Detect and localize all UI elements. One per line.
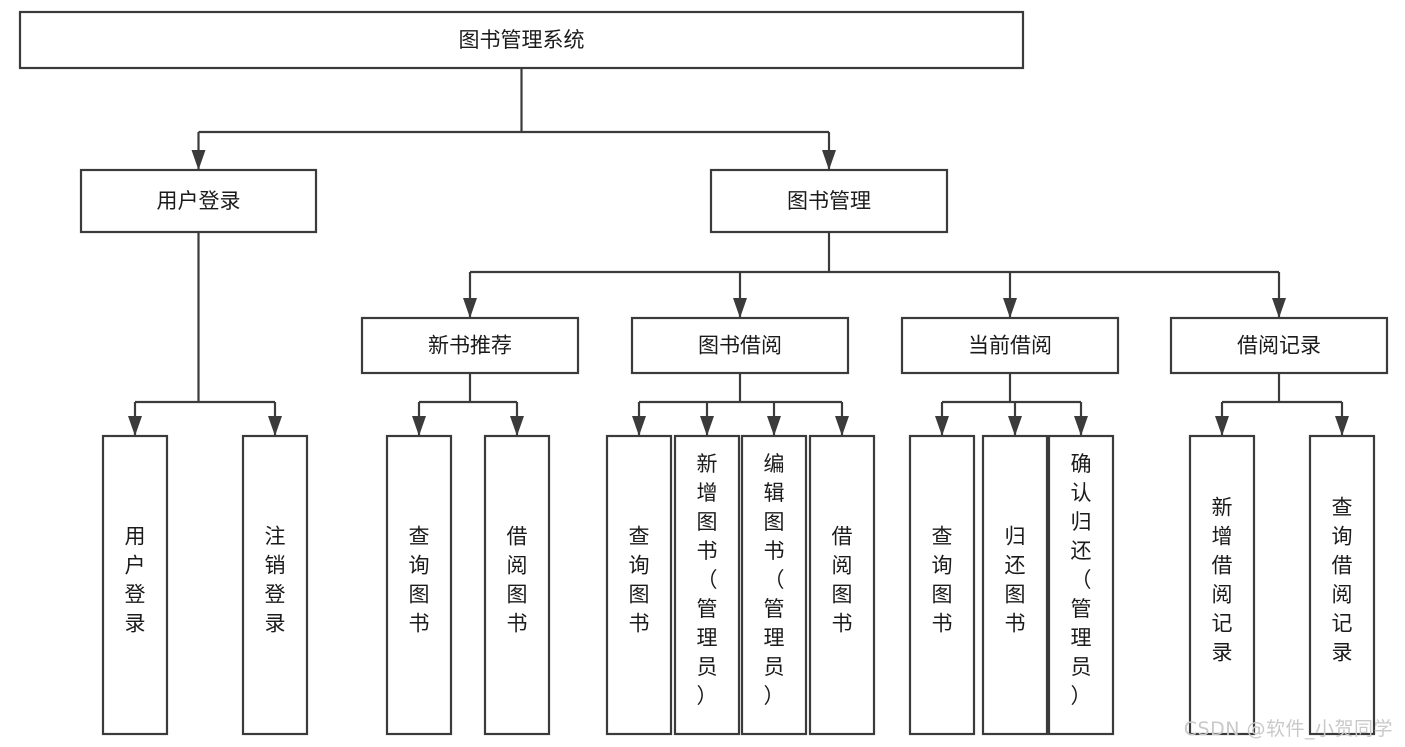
- node-leaf-query-record-label: 查询借阅记录: [1332, 496, 1353, 665]
- node-leaf-return-book[interactable]: 归还图书: [981, 434, 1049, 736]
- node-book-borrow-box[interactable]: [630, 316, 850, 375]
- connector-arrowhead: [835, 416, 849, 436]
- node-book-manage[interactable]: 图书管理: [709, 168, 949, 234]
- node-leaf-borrow-book-1-label: 借阅图书: [507, 525, 528, 636]
- connector-arrowhead: [822, 150, 836, 170]
- node-leaf-query-book-1-label: 查询图书: [409, 525, 430, 636]
- node-leaf-borrow-book-1[interactable]: 借阅图书: [483, 434, 551, 736]
- node-leaf-query-book-1-box[interactable]: [385, 434, 453, 736]
- node-user-login-label: 用户登录: [157, 189, 241, 213]
- node-leaf-confirm-return-box[interactable]: [1047, 434, 1115, 736]
- node-leaf-edit-book-label: 编辑图书（管理员）: [764, 452, 785, 708]
- connector-arrowhead: [1074, 416, 1088, 436]
- node-root-box[interactable]: [18, 10, 1025, 70]
- connector-arrowhead: [935, 416, 949, 436]
- node-leaf-query-record-box[interactable]: [1308, 434, 1376, 736]
- node-root[interactable]: 图书管理系统: [18, 10, 1025, 70]
- node-leaf-query-book-2-label: 查询图书: [629, 525, 650, 636]
- connector-arrowhead: [191, 150, 206, 170]
- nodes-layer: 图书管理系统用户登录图书管理新书推荐图书借阅当前借阅借阅记录用户登录注销登录查询…: [18, 10, 1389, 736]
- connector-arrowhead: [412, 416, 426, 436]
- connector-arrowhead: [1215, 416, 1229, 436]
- node-leaf-query-record[interactable]: 查询借阅记录: [1308, 434, 1376, 736]
- node-leaf-edit-book[interactable]: 编辑图书（管理员）: [740, 434, 808, 736]
- connector-arrowhead: [268, 416, 282, 436]
- node-leaf-return-book-label: 归还图书: [1005, 525, 1026, 636]
- node-borrow-record-label: 借阅记录: [1237, 334, 1321, 358]
- connector-arrowhead: [700, 416, 714, 436]
- node-leaf-query-book-2-box[interactable]: [605, 434, 673, 736]
- node-leaf-user-login-box[interactable]: [101, 434, 169, 736]
- node-borrow-record[interactable]: 借阅记录: [1169, 316, 1389, 375]
- connector-arrowhead: [1272, 298, 1286, 318]
- node-leaf-user-login-label: 用户登录: [125, 525, 146, 636]
- node-leaf-borrow-book-1-box[interactable]: [483, 434, 551, 736]
- node-leaf-add-book-label: 新增图书（管理员）: [697, 452, 718, 708]
- node-book-borrow-label: 图书借阅: [698, 334, 782, 358]
- node-current-borrow-label: 当前借阅: [968, 334, 1052, 358]
- csdn-watermark: CSDN @软件_小贺同学: [1183, 718, 1393, 740]
- node-leaf-query-book-3-label: 查询图书: [932, 525, 953, 636]
- node-leaf-add-record-label: 新增借阅记录: [1212, 496, 1233, 665]
- node-borrow-record-box[interactable]: [1169, 316, 1389, 375]
- connector-arrowhead: [733, 298, 747, 318]
- node-leaf-logout-login-label: 注销登录: [265, 525, 286, 636]
- node-current-borrow[interactable]: 当前借阅: [900, 316, 1120, 375]
- node-leaf-borrow-book-2-box[interactable]: [808, 434, 876, 736]
- connector-arrowhead: [632, 416, 646, 436]
- node-leaf-add-book[interactable]: 新增图书（管理员）: [673, 434, 741, 736]
- connector-arrowhead: [1008, 416, 1022, 436]
- node-leaf-confirm-return-label: 确认归还（管理员）: [1071, 452, 1092, 708]
- connector-arrowhead: [767, 416, 781, 436]
- node-leaf-query-book-1[interactable]: 查询图书: [385, 434, 453, 736]
- node-new-book-recommend-label: 新书推荐: [428, 334, 512, 358]
- node-root-label: 图书管理系统: [459, 28, 585, 52]
- node-user-login-box[interactable]: [79, 168, 318, 234]
- node-leaf-confirm-return[interactable]: 确认归还（管理员）: [1047, 434, 1115, 736]
- node-new-book-recommend[interactable]: 新书推荐: [360, 316, 580, 375]
- node-leaf-return-book-box[interactable]: [981, 434, 1049, 736]
- node-leaf-logout-login-box[interactable]: [241, 434, 309, 736]
- node-leaf-edit-book-box[interactable]: [740, 434, 808, 736]
- connector-arrowhead: [1335, 416, 1349, 436]
- node-current-borrow-box[interactable]: [900, 316, 1120, 375]
- node-leaf-query-book-2[interactable]: 查询图书: [605, 434, 673, 736]
- node-leaf-query-book-3[interactable]: 查询图书: [908, 434, 976, 736]
- connectors-layer: [128, 68, 1349, 436]
- node-book-borrow[interactable]: 图书借阅: [630, 316, 850, 375]
- node-leaf-add-book-box[interactable]: [673, 434, 741, 736]
- node-leaf-borrow-book-2-label: 借阅图书: [832, 525, 853, 636]
- node-leaf-logout-login[interactable]: 注销登录: [241, 434, 309, 736]
- node-book-manage-box[interactable]: [709, 168, 949, 234]
- node-user-login[interactable]: 用户登录: [79, 168, 318, 234]
- node-new-book-recommend-box[interactable]: [360, 316, 580, 375]
- node-book-manage-label: 图书管理: [787, 189, 871, 213]
- connector-arrowhead: [510, 416, 524, 436]
- connector-arrowhead: [463, 298, 477, 318]
- node-leaf-add-record-box[interactable]: [1188, 434, 1256, 736]
- node-leaf-borrow-book-2[interactable]: 借阅图书: [808, 434, 876, 736]
- connector-arrowhead: [128, 416, 142, 436]
- node-leaf-user-login[interactable]: 用户登录: [101, 434, 169, 736]
- node-leaf-add-record[interactable]: 新增借阅记录: [1188, 434, 1256, 736]
- node-leaf-query-book-3-box[interactable]: [908, 434, 976, 736]
- connector-arrowhead: [1003, 298, 1017, 318]
